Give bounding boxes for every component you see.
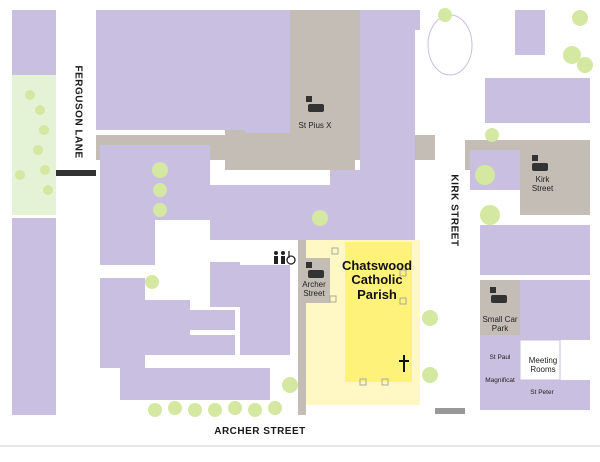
meeting-rooms-area <box>519 339 561 381</box>
meeting-rooms-line-1: Meeting <box>528 356 558 365</box>
parking-car-icon <box>490 287 507 303</box>
parking-car-icon <box>532 155 548 171</box>
church-label-line-3: Parish <box>357 286 397 302</box>
meeting-rooms-label: Meeting Rooms <box>518 356 568 375</box>
st-peter-label: St Peter <box>530 389 554 396</box>
kirk-parking-label: Kirk Street <box>520 175 565 194</box>
small-car-park-label: Small Car Park <box>470 315 530 334</box>
gate-marker <box>435 408 465 414</box>
archer-street-label: ARCHER STREET <box>214 426 306 437</box>
kirk-street-label: KIRK STREET <box>448 174 460 247</box>
kirk-parking-line-1: Kirk <box>535 175 550 184</box>
kirk-street-road <box>427 14 473 415</box>
st-paul-label: St Paul <box>489 354 511 361</box>
wheelchair-icon <box>286 251 296 265</box>
small-car-park-area <box>480 280 520 335</box>
kirk-parking-line-2: Street <box>531 183 554 193</box>
church-building <box>345 242 412 382</box>
archer-parking-label: Archer Street <box>294 280 334 299</box>
toilets-icon <box>274 251 285 264</box>
kirk-parking-area <box>520 150 590 215</box>
church-label: Chatswood Catholic Parish <box>332 258 422 302</box>
trees <box>15 8 593 417</box>
archer-parking-line-2: Street <box>303 288 325 298</box>
meeting-rooms-line-2: Rooms <box>530 364 556 374</box>
small-car-park-line-2: Park <box>491 323 509 333</box>
magnificat-label: Magnificat <box>485 377 515 384</box>
church-label-line-1: Chatswood <box>341 258 413 273</box>
cross-icon <box>399 355 409 372</box>
parking-archer-area <box>300 258 330 303</box>
gate-marker <box>56 170 96 176</box>
left-buildings <box>12 10 56 415</box>
parking-car-icon <box>306 96 324 112</box>
small-car-park-line-1: Small Car <box>482 315 518 324</box>
church-label-line-2: Catholic <box>351 272 403 288</box>
ferguson-lane-road <box>56 10 96 415</box>
archer-parking-line-1: Archer <box>302 280 326 289</box>
ferguson-lane-label: FERGUSON LANE <box>72 65 84 159</box>
st-pius-label: St Pius X <box>298 121 332 130</box>
parking-car-icon <box>306 262 324 278</box>
door-marker-icon <box>329 247 407 386</box>
